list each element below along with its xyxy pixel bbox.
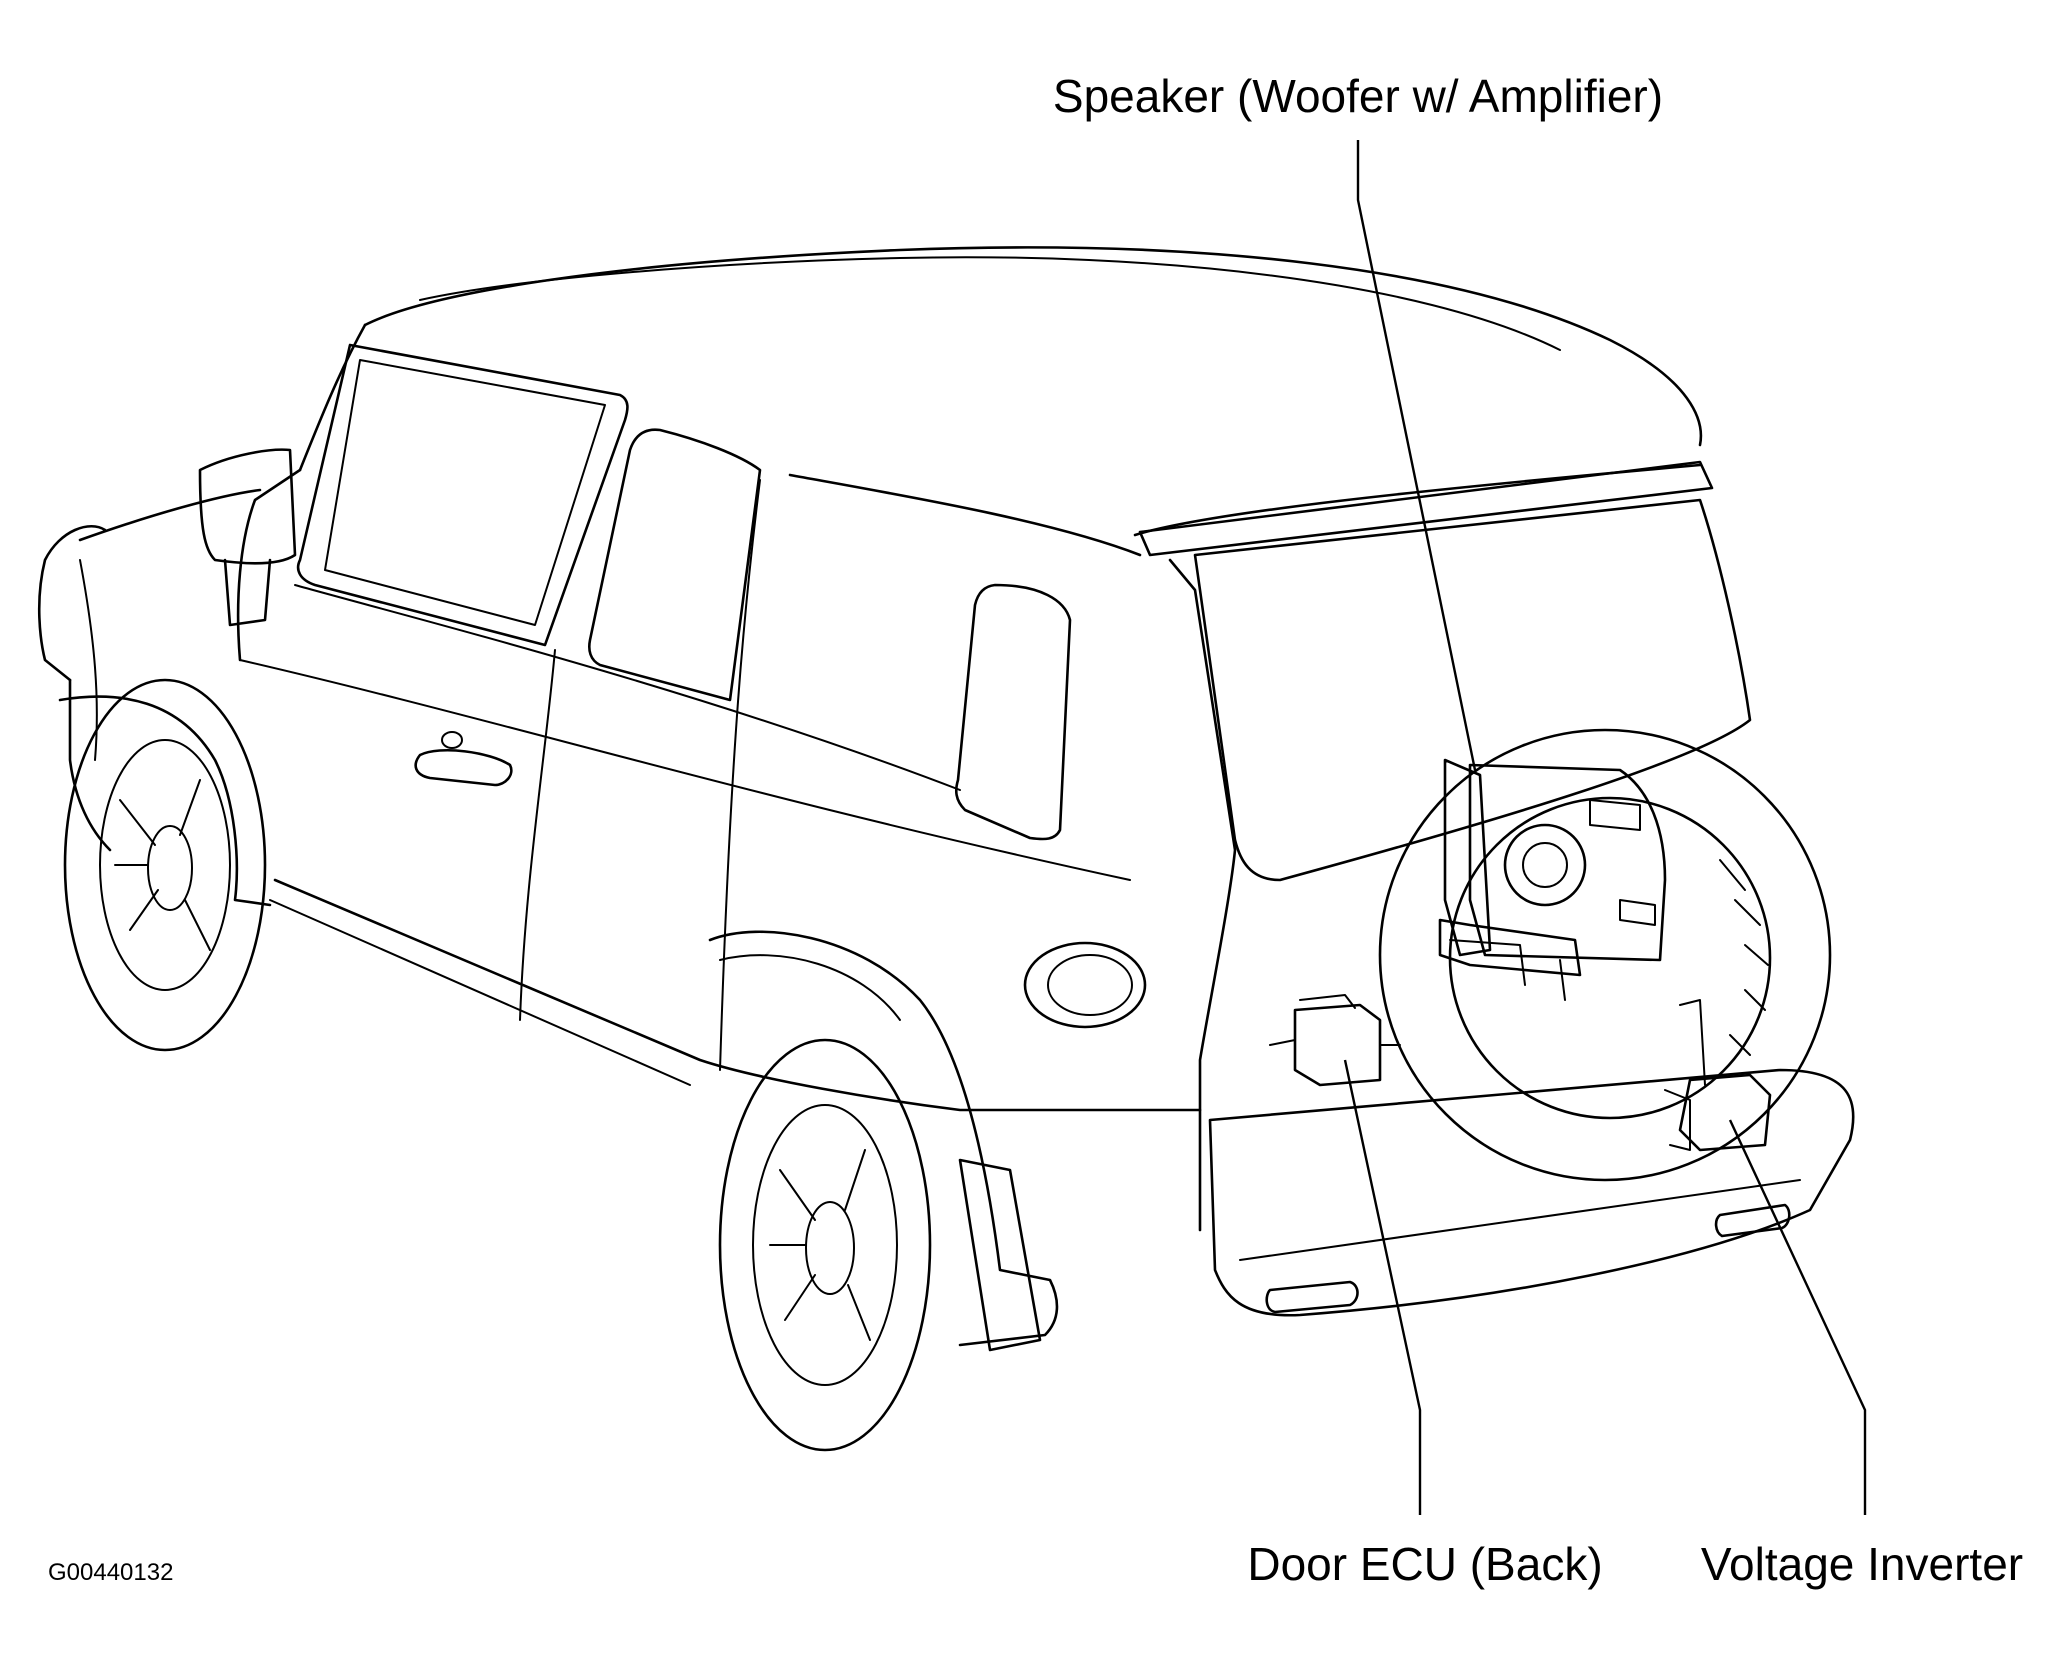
- side-panel-top: [788, 473, 1142, 557]
- rear-reflector-right: [1714, 1203, 1791, 1238]
- mud-flap: [958, 1158, 1042, 1352]
- rear-wheel-arch: [708, 930, 1059, 1347]
- rear-window: [1193, 498, 1752, 882]
- side-mirror-arm: [223, 558, 272, 627]
- speaker-mount: [1589, 799, 1656, 926]
- door-lock: [441, 731, 463, 749]
- rear-bumper-lower: [1239, 1179, 1801, 1261]
- roof-outline: [363, 246, 1703, 447]
- rear-door-line: [719, 479, 761, 1071]
- front-tire: [63, 678, 267, 1052]
- figure-id: G00440132: [48, 1559, 173, 1586]
- door-ecu-unit: [1293, 1003, 1382, 1087]
- door-handle: [414, 748, 513, 787]
- rear-corner: [1168, 558, 1237, 1232]
- door-ecu-connector: [1269, 994, 1401, 1046]
- speaker-label: Speaker (Woofer w/ Amplifier): [1053, 70, 1663, 122]
- rear-reflector-left: [1265, 1280, 1359, 1314]
- speaker-bracket: [1443, 758, 1492, 957]
- front-body-line: [78, 488, 262, 542]
- body-crease: [239, 659, 1131, 881]
- hood-line: [79, 559, 98, 761]
- voltage-inverter-bracket: [1664, 999, 1706, 1151]
- spare-tire: [1378, 728, 1832, 1182]
- front-fender: [37, 525, 107, 682]
- door-ecu-leader-line: [1343, 1059, 1422, 1515]
- rear-rim-spokes: [769, 1149, 871, 1341]
- speaker-connector: [1438, 918, 1582, 977]
- speaker-cone: [1503, 823, 1587, 907]
- front-rim-spokes: [114, 779, 211, 951]
- rear-bumper: [1208, 1068, 1855, 1317]
- rear-rim: [752, 1104, 898, 1386]
- front-window: [296, 343, 629, 647]
- tail-light-inner: [1047, 954, 1133, 1016]
- voltage-inverter-unit: [1678, 1073, 1772, 1152]
- tail-light: [1023, 941, 1147, 1029]
- speaker-harness: [1449, 939, 1566, 1001]
- roof-front-edge: [298, 323, 367, 472]
- belt-line: [294, 584, 961, 791]
- front-door-line: [519, 649, 556, 1021]
- quarter-window: [954, 583, 1072, 841]
- front-window-inner: [324, 359, 606, 626]
- door-ecu-label: Door ECU (Back): [1247, 1538, 1602, 1590]
- front-wheel-arch: [58, 695, 272, 907]
- front-rim: [99, 739, 231, 991]
- side-body-upper: [236, 468, 302, 662]
- speaker-unit: [1468, 763, 1667, 962]
- voltage-inverter-leader-line: [1728, 1119, 1867, 1515]
- rear-tire: [718, 1038, 932, 1452]
- roof-inner-line: [419, 256, 1561, 351]
- rear-spoiler: [1138, 460, 1714, 557]
- spare-rim-ridges: [1719, 859, 1769, 1056]
- vehicle-illustration: [37, 246, 1855, 1452]
- speaker-leader-line: [1356, 140, 1477, 771]
- side-mirror: [198, 448, 297, 565]
- side-body-lower: [273, 878, 1202, 1112]
- front-hub: [147, 825, 193, 911]
- rear-hub: [805, 1201, 855, 1295]
- front-bumper-edge: [68, 678, 112, 852]
- rocker-line: [269, 899, 691, 1086]
- rear-door-window: [588, 428, 762, 702]
- speaker-cone-inner: [1522, 842, 1568, 888]
- voltage-inverter-label: Voltage Inverter: [1701, 1538, 2023, 1590]
- rear-flare-line: [719, 954, 901, 1021]
